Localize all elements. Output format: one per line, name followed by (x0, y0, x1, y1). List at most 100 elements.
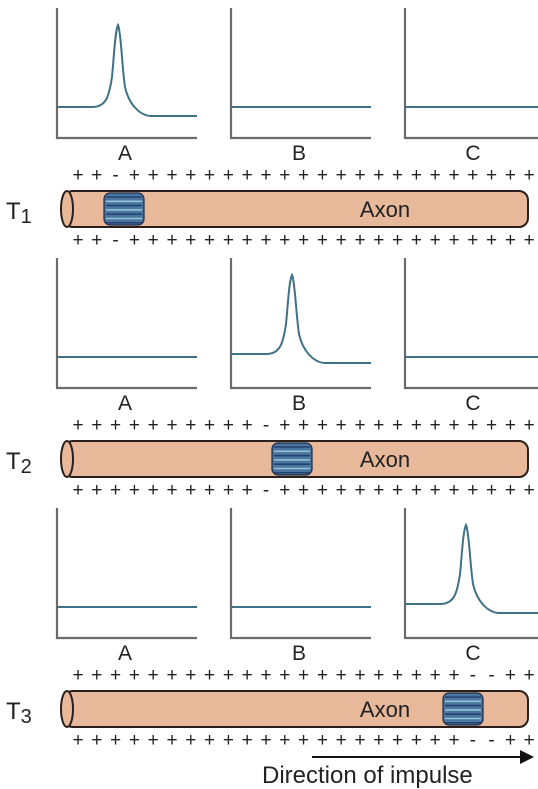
plus-sign: + (448, 665, 459, 686)
plus-sign: + (72, 730, 83, 751)
plus-sign: + (298, 730, 309, 751)
recording-panel-b: B (229, 8, 371, 165)
plus-sign: + (411, 480, 422, 501)
plus-sign: + (129, 730, 140, 751)
panel-axes (55, 258, 197, 390)
plus-sign: + (223, 480, 234, 501)
plus-sign: + (91, 730, 102, 751)
plus-sign: + (185, 230, 196, 251)
plus-sign: + (354, 730, 365, 751)
plus-sign: + (430, 230, 441, 251)
plus-sign: + (373, 415, 384, 436)
plus-sign: + (373, 480, 384, 501)
plus-sign: + (279, 480, 290, 501)
panel-label-c: C (465, 142, 480, 165)
plus-sign: + (110, 665, 121, 686)
panel-axes (403, 258, 538, 390)
plus-sign: + (448, 730, 459, 751)
plus-sign: + (336, 415, 347, 436)
plus-sign: + (411, 730, 422, 751)
plus-sign: + (298, 165, 309, 186)
plus-sign: + (72, 165, 83, 186)
plus-sign: + (486, 230, 497, 251)
charge-row-outer-top: ++++++++++-++++++++++++++ (72, 415, 534, 436)
minus-sign: - (112, 165, 118, 186)
plus-sign: + (110, 415, 121, 436)
plus-sign: + (279, 665, 290, 686)
plus-sign: + (148, 480, 159, 501)
plus-sign: + (448, 230, 459, 251)
minus-sign: - (470, 665, 476, 686)
plus-sign: + (467, 480, 478, 501)
plus-sign: + (336, 165, 347, 186)
minus-sign: - (488, 730, 494, 751)
plus-sign: + (91, 665, 102, 686)
recording-panel-c: C (403, 258, 538, 415)
plus-sign: + (467, 230, 478, 251)
plus-sign: + (430, 165, 441, 186)
plus-sign: + (129, 665, 140, 686)
plus-sign: + (91, 480, 102, 501)
panel-axes (55, 508, 197, 640)
recording-panel-a: A (55, 258, 197, 415)
plus-sign: + (279, 230, 290, 251)
plus-sign: + (260, 230, 271, 251)
plus-sign: + (392, 480, 403, 501)
panel-label-a: A (118, 392, 132, 415)
recording-panel-a: A (55, 8, 197, 165)
plus-sign: + (430, 665, 441, 686)
plus-sign: + (148, 665, 159, 686)
plus-sign: + (448, 165, 459, 186)
action-potential-trace (405, 522, 538, 614)
plus-sign: + (317, 665, 328, 686)
action-potential-trace (57, 22, 197, 117)
plus-sign: + (91, 165, 102, 186)
minus-sign: - (263, 415, 269, 436)
plus-sign: + (486, 415, 497, 436)
time-label-t3: T3 (6, 698, 32, 728)
panel-axes (229, 8, 371, 140)
plus-sign: + (185, 165, 196, 186)
minus-sign: - (112, 230, 118, 251)
plus-sign: + (242, 165, 253, 186)
plus-sign: + (279, 165, 290, 186)
plus-sign: + (223, 665, 234, 686)
impulse-region (103, 192, 145, 226)
panel-axes (55, 8, 197, 140)
axon-label: Axon (360, 197, 410, 222)
minus-sign: - (488, 665, 494, 686)
plus-sign: + (317, 730, 328, 751)
plus-sign: + (204, 480, 215, 501)
axon-cut-end (60, 440, 74, 478)
plus-sign: + (129, 230, 140, 251)
axon: Axon (60, 440, 529, 478)
axon: Axon (60, 190, 529, 228)
plus-sign: + (486, 480, 497, 501)
plus-sign: + (204, 665, 215, 686)
impulse-region (442, 692, 484, 726)
plus-sign: + (524, 480, 535, 501)
time-label-t2: T2 (6, 448, 32, 478)
plus-sign: + (317, 415, 328, 436)
plus-sign: + (430, 415, 441, 436)
panel-label-b: B (292, 142, 306, 165)
charge-row-outer-bottom: ++++++++++-++++++++++++++ (72, 480, 534, 501)
plus-sign: + (317, 230, 328, 251)
plus-sign: + (129, 165, 140, 186)
plus-sign: + (336, 480, 347, 501)
plus-sign: + (148, 165, 159, 186)
plus-sign: + (505, 730, 516, 751)
plus-sign: + (298, 665, 309, 686)
plus-sign: + (354, 665, 365, 686)
plus-sign: + (354, 480, 365, 501)
plus-sign: + (185, 730, 196, 751)
plus-sign: + (242, 665, 253, 686)
plus-sign: + (72, 415, 83, 436)
panel-label-a: A (118, 642, 132, 665)
plus-sign: + (223, 730, 234, 751)
plus-sign: + (392, 730, 403, 751)
plus-sign: + (392, 415, 403, 436)
